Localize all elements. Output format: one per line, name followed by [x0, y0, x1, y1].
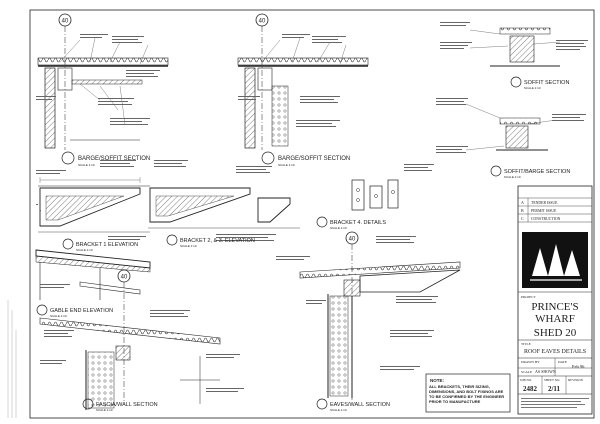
title-block: A TENDER ISSUE B PERMIT ISSUE C CONSTRUC…: [517, 185, 593, 415]
bracket-1-scale: SCALE 1:10: [76, 248, 93, 252]
wall-insulation: [329, 295, 349, 397]
revision-b-code: B: [521, 208, 524, 213]
revision-b-desc: PERMIT ISSUE: [531, 209, 557, 213]
wall-insulation: [87, 351, 115, 409]
bracket-2-3-elevation: BRACKET 2, & 3. ELEVATION SCALE 1:10: [148, 160, 300, 248]
date-value: Feb 96: [572, 364, 585, 369]
job-no-label: JOB NO.: [520, 378, 532, 382]
barge-soffit-section-2: 40 BARGE/SOFFIT SECTION SCALE 1:10: [237, 13, 369, 167]
gable-end-title: GABLE END ELEVATION: [50, 308, 113, 314]
barge-soffit-1-scale: SCALE 1:10: [78, 163, 95, 167]
bracket-4-scale: SCALE 1:10: [330, 226, 347, 230]
bracket-2-3-scale: SCALE 1:10: [180, 244, 197, 248]
wall-insulation: [271, 85, 289, 147]
soffit-barge-scale: SCALE 1:10: [504, 175, 521, 179]
notes-box: NOTE: ALL BRACKETS, THEIR SIZING, DIMENS…: [425, 373, 511, 413]
notes-text: ALL BRACKETS, THEIR SIZING, DIMENSIONS, …: [429, 384, 505, 404]
bracket-4-details: BRACKET 4. DETAILS SCALE 1:10: [316, 164, 434, 230]
fascia-wall-title: FASCIA/WALL SECTION: [96, 402, 158, 408]
fascia-wall-section: 40 FASCIA/WALL SECTION SCALE 1:10: [39, 269, 244, 412]
scale-value: AS SHOWN: [535, 369, 556, 374]
revision-c-desc: CONSTRUCTION: [531, 217, 561, 221]
scale-label: SCALE: [521, 370, 532, 374]
eaves-wall-scale: SCALE 1:10: [330, 408, 347, 412]
grid-marker-label: 40: [62, 19, 69, 25]
bracket-1-elevation: BRACKET 1 ELEVATION SCALE 1:10: [36, 160, 150, 252]
corrugated-roof-sheet: [37, 57, 169, 66]
gable-end-elevation: GABLE END ELEVATION SCALE 1:10: [35, 236, 151, 318]
steel-column: [244, 67, 256, 149]
date-label: DATE: [558, 360, 567, 364]
barge-soffit-2-title: BARGE/SOFFIT SECTION: [278, 156, 350, 162]
revision-label: REVISION: [568, 378, 584, 382]
revision-a-code: A: [521, 200, 524, 205]
sheet-no-label: SHEET NO.: [544, 378, 560, 382]
grid-marker-label: 40: [121, 275, 128, 281]
notes-label: NOTE:: [430, 378, 445, 383]
grid-marker-label: 40: [349, 237, 356, 243]
eaves-roof-sheet: [299, 261, 461, 279]
soffit-section-scale: SCALE 1:10: [524, 86, 541, 90]
eaves-wall-section: 40 EAVES/WALL SECTION SCALE 1:10: [276, 231, 461, 412]
barge-soffit-section-1: 40 BARGE/SOFFIT SECTION SCALE 1:10: [36, 13, 169, 167]
sheet-border: [29, 9, 595, 419]
soffit-section-title: SOFFIT SECTION: [524, 80, 569, 86]
gable-end-scale: SCALE 1:10: [50, 314, 67, 318]
soffit-section: SOFFIT SECTION SCALE 1:10: [440, 22, 588, 90]
eaves-wall-title: EAVES/WALL SECTION: [330, 402, 390, 408]
fascia-wall-scale: SCALE 1:10: [96, 408, 113, 412]
bracket-4-title: BRACKET 4. DETAILS: [330, 220, 386, 226]
soffit-barge-section: SOFFIT/BARGE SECTION SCALE 1:10: [436, 98, 586, 179]
bracket-2-3-title: BRACKET 2, & 3. ELEVATION: [180, 238, 255, 244]
title-label: TITLE: [521, 342, 531, 346]
bracket-1-title: BRACKET 1 ELEVATION: [76, 242, 138, 248]
job-number: 2482: [523, 385, 538, 393]
steel-column: [44, 67, 56, 149]
revision-a-desc: TENDER ISSUE: [531, 201, 558, 205]
barge-soffit-2-scale: SCALE 1:10: [278, 163, 295, 167]
margin-notation: [7, 300, 17, 418]
project-name-line3: SHED 20: [534, 327, 577, 339]
sheet-number: 2/11: [548, 385, 561, 393]
drawing-title: ROOF EAVES DETAILS: [524, 349, 586, 355]
sloped-roof-sheet: [39, 317, 221, 345]
project-name-line1: PRINCE'S: [531, 301, 578, 313]
grid-marker-label: 40: [259, 19, 266, 25]
corrugated-roof-sheet: [237, 57, 369, 66]
revision-c-code: C: [521, 216, 524, 221]
project-name-line2: WHARF: [535, 313, 575, 325]
soffit-barge-title: SOFFIT/BARGE SECTION: [504, 169, 570, 175]
drawn-by-label: DRAWN BY: [521, 360, 540, 364]
project-label: PROJECT: [521, 295, 537, 299]
barge-soffit-1-title: BARGE/SOFFIT SECTION: [78, 156, 150, 162]
